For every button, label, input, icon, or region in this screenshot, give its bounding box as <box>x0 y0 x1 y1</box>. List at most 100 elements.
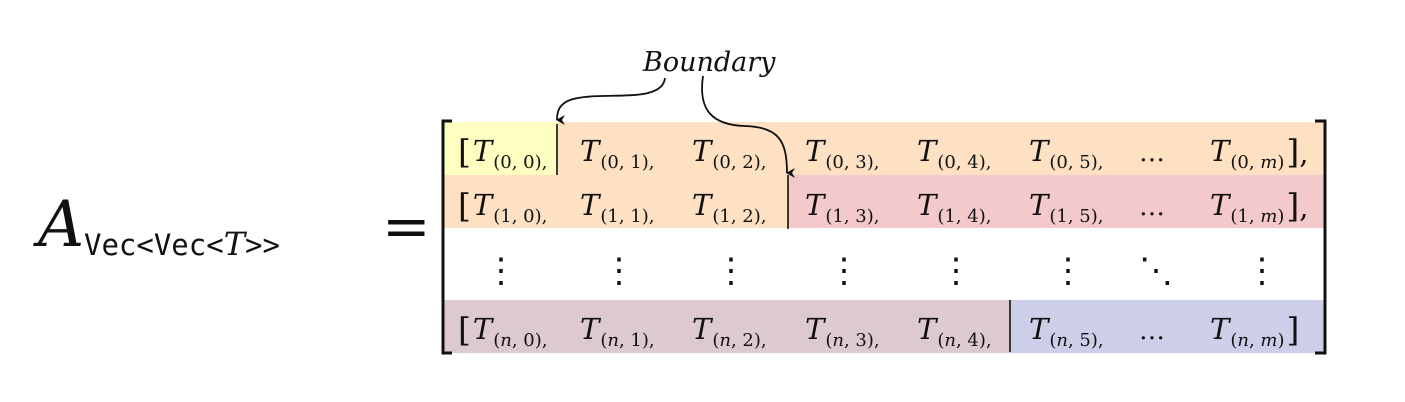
cell-subscript: ( <box>1049 330 1056 351</box>
cell-subscript: ( <box>1049 152 1056 173</box>
cell-subscript: ( <box>493 330 500 351</box>
ellipsis-cell: … <box>1139 316 1165 346</box>
cell-subscript: ), <box>754 330 767 351</box>
matrix-cell: T(1, 1), <box>580 188 654 227</box>
cell-symbol: T <box>1029 188 1051 222</box>
cell-symbol: T <box>917 134 939 168</box>
cell-subscript-row: 0 <box>719 152 730 173</box>
vdots-symbol: ⋮ <box>484 251 518 291</box>
cell-subscript: ), <box>867 330 880 351</box>
matrix-cell: T(n, 5), <box>1029 312 1104 351</box>
cell-subscript: ( <box>493 152 500 173</box>
cell-subscript-sep: , <box>619 206 630 227</box>
cell-subscript-row: n <box>832 330 844 351</box>
equals-sign: = <box>382 192 431 260</box>
inner-close-bracket: ] <box>1286 186 1299 225</box>
matrix-cell: T(1, 2), <box>692 188 766 227</box>
cell-subscript: ), <box>1091 206 1104 227</box>
cell-subscript-row: 0 <box>500 152 511 173</box>
cell-subscript-row: 0 <box>1056 152 1067 173</box>
cell-subscript: ( <box>825 152 832 173</box>
ellipsis-cell: … <box>1139 138 1165 168</box>
cell-subscript: ( <box>1230 206 1237 227</box>
cell-subscript: ) <box>1278 330 1285 351</box>
cell-subscript: ), <box>754 152 767 173</box>
cell-subscript-sep: , <box>512 206 523 227</box>
cell-subscript-col: 0 <box>523 330 534 351</box>
lhs-symbol: A <box>33 188 84 262</box>
cell-subscript-sep: , <box>1068 330 1079 351</box>
matrix-cell: T(1, m)], <box>1210 186 1308 227</box>
cell-symbol: T <box>917 312 939 346</box>
cell-subscript-sep: , <box>619 330 630 351</box>
row-separator: , <box>1299 190 1308 224</box>
cell-symbol: T <box>805 134 827 168</box>
cell-subscript-sep: , <box>1249 206 1260 227</box>
row1-tail-bg <box>788 175 1325 228</box>
inner-open-bracket: [ <box>458 132 471 171</box>
cell-subscript-sep: , <box>512 152 523 173</box>
row1-bg <box>443 175 788 228</box>
cell-symbol: T <box>805 312 827 346</box>
cell-subscript: ( <box>712 152 719 173</box>
boundary-arrow-left <box>556 77 666 126</box>
boundary-annotation: Boundary <box>556 47 796 178</box>
inner-close-bracket: ] <box>1286 132 1299 171</box>
cell-subscript-row: 0 <box>1237 152 1248 173</box>
cell-subscript-sep: , <box>844 152 855 173</box>
matrix-cells: [T(0, 0),T(0, 1),T(0, 2),T(0, 3),T(0, 4)… <box>458 132 1308 351</box>
cell-subscript-sep: , <box>956 206 967 227</box>
cell-symbol: T <box>692 188 714 222</box>
cell-subscript: ), <box>535 330 548 351</box>
matrix-cell: T(0, 5), <box>1029 134 1103 173</box>
cell-subscript: ( <box>1049 206 1056 227</box>
matrix-cell: [T(0, 0), <box>458 132 547 173</box>
cell-subscript-col: 1 <box>630 330 641 351</box>
cell-symbol: T <box>1210 312 1232 346</box>
cell-subscript-col: m <box>1260 330 1277 351</box>
cell-subscript-row: 1 <box>1056 206 1067 227</box>
matrix-cell: T(n, 4), <box>917 312 992 351</box>
matrix-cell: T(0, 4), <box>917 134 991 173</box>
cell-symbol: T <box>473 134 495 168</box>
row-backgrounds <box>443 122 1325 353</box>
lhs-subscript-prefix: Vec<Vec< <box>84 228 224 262</box>
cell-subscript-sep: , <box>512 330 523 351</box>
vdots-symbol: ⋮ <box>827 251 861 291</box>
outer-left-bracket <box>441 119 452 355</box>
cell-symbol: T <box>473 312 495 346</box>
cell-subscript-row: 1 <box>500 206 511 227</box>
matrix-cell: T(n, 2), <box>692 312 767 351</box>
cell-subscript-row: n <box>1237 330 1249 351</box>
lhs-subscript-suffix: >> <box>245 228 280 262</box>
cell-symbol: T <box>1210 188 1232 222</box>
rown-tail-bg <box>1010 300 1325 353</box>
cell-symbol: T <box>692 134 714 168</box>
rown-bg <box>443 300 1010 353</box>
ddots-symbol: ⋱ <box>1139 251 1173 291</box>
vdots-symbol: ⋮ <box>602 251 636 291</box>
matrix-cell: [T(1, 0), <box>458 186 547 227</box>
cell-subscript-col: 3 <box>855 330 866 351</box>
cell-subscript: ) <box>1277 206 1284 227</box>
cell-subscript-col: 1 <box>630 152 641 173</box>
cell-subscript-row: 1 <box>719 206 730 227</box>
cell-subscript-sep: , <box>731 206 742 227</box>
cell-subscript-sep: , <box>956 152 967 173</box>
cell-subscript-row: 1 <box>607 206 618 227</box>
cell-subscript: ), <box>1091 152 1104 173</box>
row0-first-cell-bg <box>443 122 557 175</box>
lhs-subscript: Vec<Vec<T>> <box>84 225 280 263</box>
cell-subscript-sep: , <box>1068 152 1079 173</box>
cell-symbol: T <box>1029 134 1051 168</box>
cell-subscript-sep: , <box>956 330 967 351</box>
lhs-subscript-type: T <box>224 225 248 263</box>
cell-subscript-sep: , <box>619 152 630 173</box>
cell-subscript: ), <box>979 330 992 351</box>
cell-subscript: ), <box>642 206 655 227</box>
cell-subscript-col: 1 <box>630 206 641 227</box>
cell-subscript-row: n <box>719 330 731 351</box>
inner-open-bracket: [ <box>458 310 471 349</box>
cell-subscript-col: 0 <box>523 152 534 173</box>
